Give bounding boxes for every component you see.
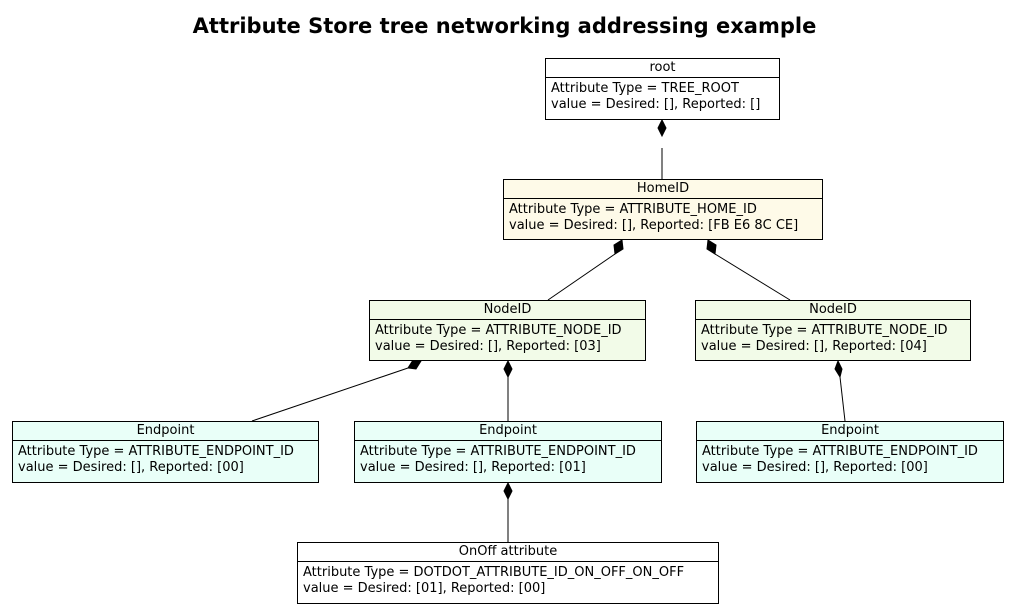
node-endpoint-00-a-value: value = Desired: [], Reported: [00]: [18, 460, 244, 475]
node-nodeid-04: NodeID Attribute Type = ATTRIBUTE_NODE_I…: [695, 300, 971, 361]
node-endpoint-00-a-name: Endpoint: [13, 422, 318, 441]
node-root: root Attribute Type = TREE_ROOT value = …: [545, 58, 780, 120]
node-nodeid-03-name: NodeID: [370, 301, 645, 320]
composition-diamond: [706, 239, 717, 255]
edge-home-node1: [547, 253, 616, 301]
node-homeid-value: value = Desired: [], Reported: [FB E6 8C…: [509, 218, 799, 233]
node-root-value: value = Desired: [], Reported: []: [551, 97, 761, 112]
composition-diamond: [834, 359, 843, 379]
node-onoff-attribute-name: OnOff attribute: [298, 543, 718, 562]
node-homeid: HomeID Attribute Type = ATTRIBUTE_HOME_I…: [503, 179, 823, 240]
composition-diamond: [503, 481, 513, 501]
composition-diamond: [613, 239, 624, 255]
node-endpoint-01-name: Endpoint: [355, 422, 661, 441]
composition-diamond: [503, 359, 513, 379]
edge-home-node2: [714, 253, 791, 301]
node-homeid-name: HomeID: [504, 180, 822, 199]
composition-diamond: [657, 118, 667, 138]
node-nodeid-04-value: value = Desired: [], Reported: [04]: [701, 339, 927, 354]
node-endpoint-00-b-value: value = Desired: [], Reported: [00]: [702, 460, 928, 475]
node-root-name: root: [546, 59, 779, 78]
node-endpoint-00-b-type: Attribute Type = ATTRIBUTE_ENDPOINT_ID: [702, 444, 978, 459]
node-endpoint-00-a: Endpoint Attribute Type = ATTRIBUTE_ENDP…: [12, 421, 319, 483]
node-endpoint-00-a-type: Attribute Type = ATTRIBUTE_ENDPOINT_ID: [18, 444, 294, 459]
diagram-title: Attribute Store tree networking addressi…: [192, 14, 817, 38]
node-endpoint-00-b: Endpoint Attribute Type = ATTRIBUTE_ENDP…: [696, 421, 1004, 483]
node-endpoint-01-type: Attribute Type = ATTRIBUTE_ENDPOINT_ID: [360, 444, 636, 459]
edge-node1-ep1: [251, 367, 409, 422]
node-onoff-attribute: OnOff attribute Attribute Type = DOTDOT_…: [297, 542, 719, 604]
node-root-type: Attribute Type = TREE_ROOT: [551, 81, 739, 96]
node-onoff-attribute-value: value = Desired: [01], Reported: [00]: [303, 581, 546, 596]
node-homeid-type: Attribute Type = ATTRIBUTE_HOME_ID: [509, 202, 757, 217]
node-nodeid-04-type: Attribute Type = ATTRIBUTE_NODE_ID: [701, 323, 948, 338]
node-nodeid-03-type: Attribute Type = ATTRIBUTE_NODE_ID: [375, 323, 622, 338]
edge-node2-ep3: [839, 376, 846, 422]
composition-diamond: [407, 359, 422, 370]
node-endpoint-01-value: value = Desired: [], Reported: [01]: [360, 460, 586, 475]
node-onoff-attribute-type: Attribute Type = DOTDOT_ATTRIBUTE_ID_ON_…: [303, 565, 685, 580]
node-endpoint-01: Endpoint Attribute Type = ATTRIBUTE_ENDP…: [354, 421, 662, 483]
node-nodeid-03: NodeID Attribute Type = ATTRIBUTE_NODE_I…: [369, 300, 646, 361]
node-nodeid-03-value: value = Desired: [], Reported: [03]: [375, 339, 601, 354]
node-nodeid-04-name: NodeID: [696, 301, 970, 320]
node-endpoint-00-b-name: Endpoint: [697, 422, 1003, 441]
